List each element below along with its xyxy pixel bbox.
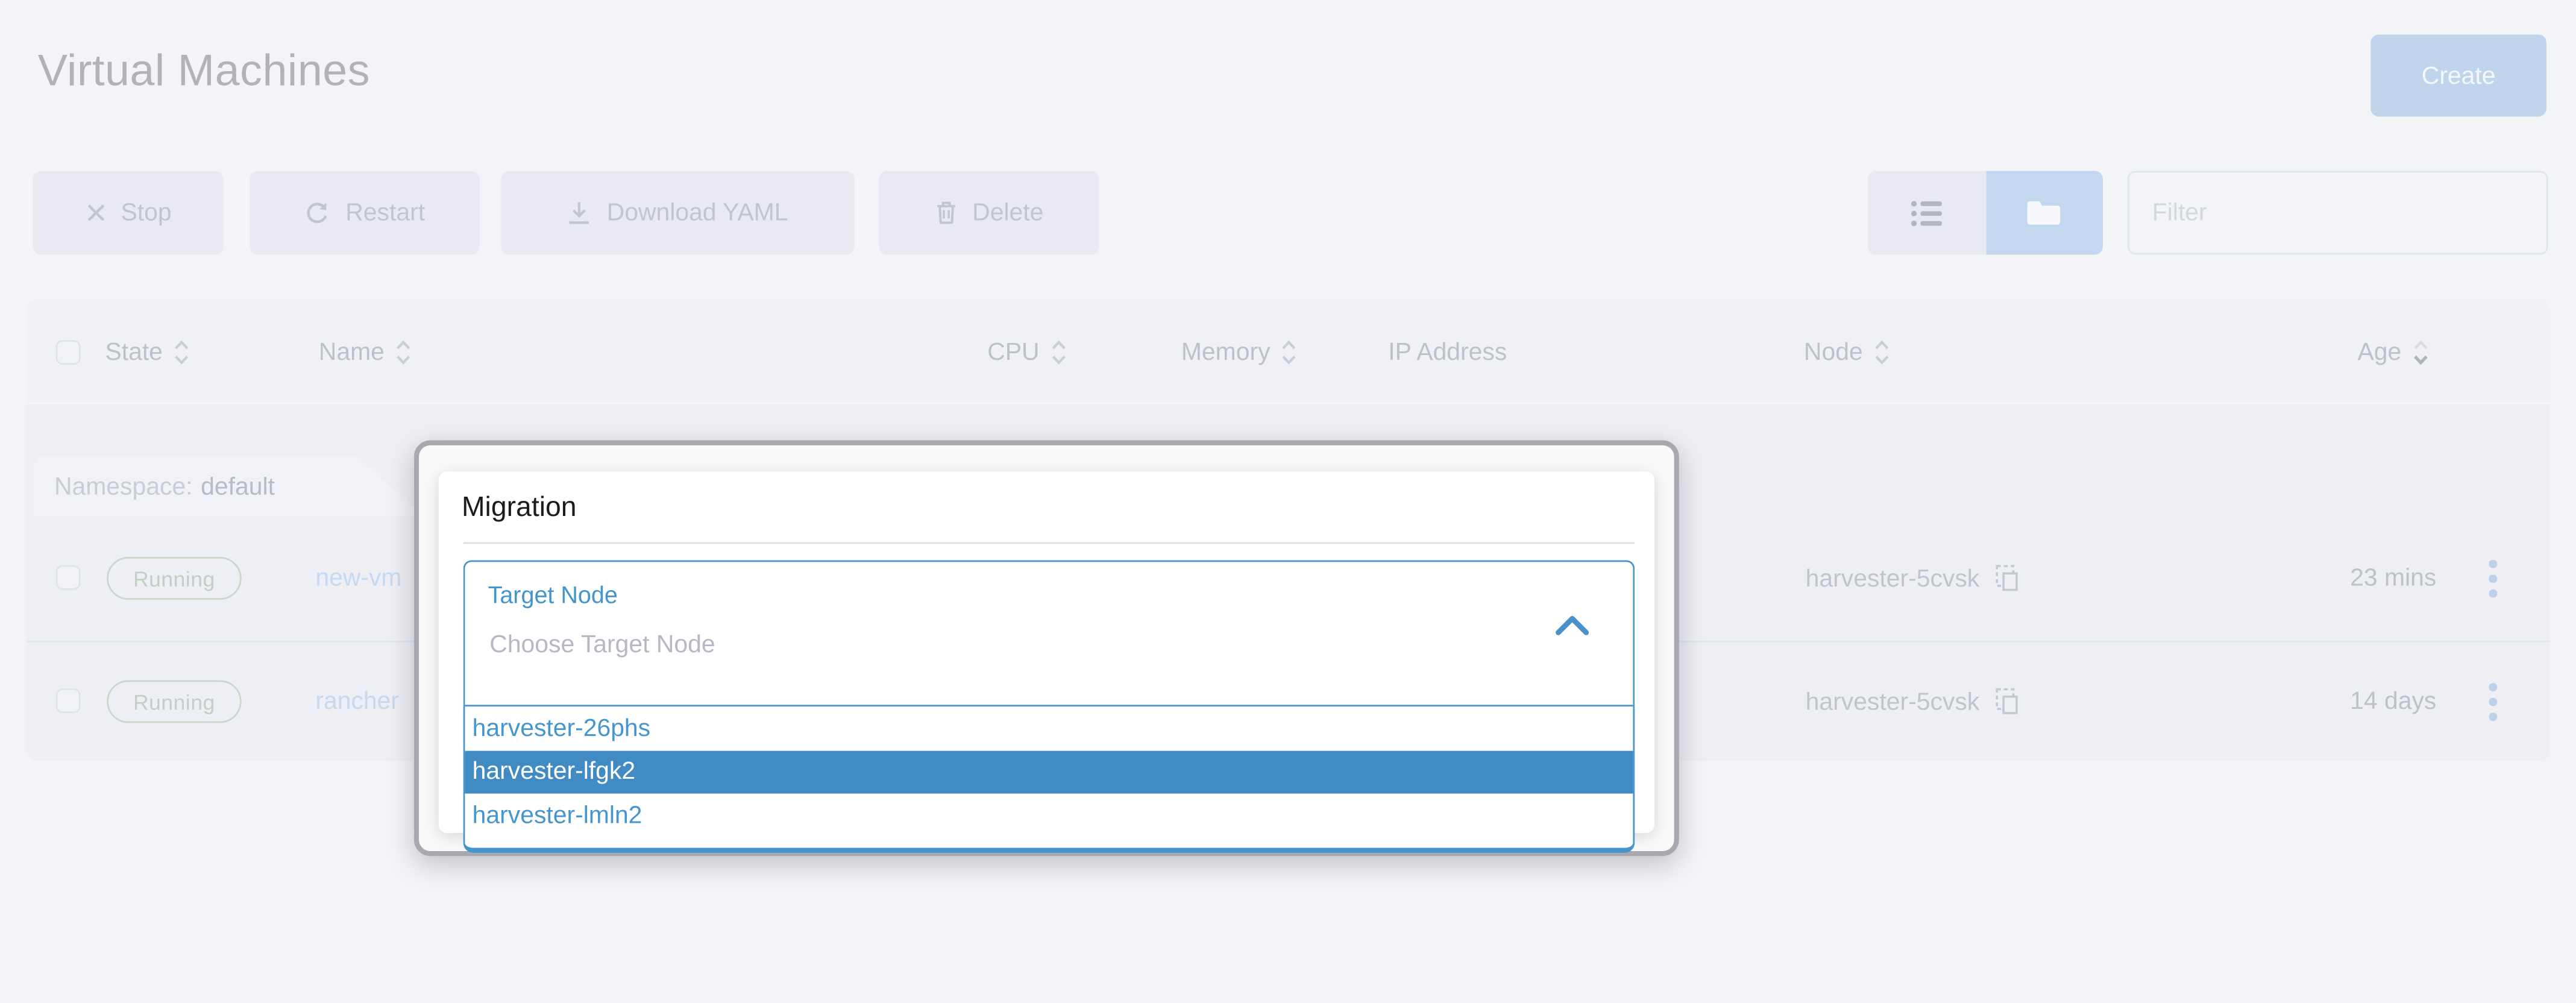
status-badge: Running	[107, 680, 242, 723]
copy-icon[interactable]	[1994, 687, 2021, 716]
node-name: harvester-5cvsk	[1805, 564, 1980, 593]
view-toggle	[1868, 171, 2103, 255]
delete-button-label: Delete	[972, 198, 1044, 227]
x-icon	[87, 204, 104, 221]
target-node-label: Target Node	[488, 583, 618, 610]
select-all-checkbox[interactable]	[55, 340, 81, 365]
delete-button[interactable]: Delete	[879, 171, 1099, 255]
node-cell: harvester-5cvsk	[1806, 687, 2021, 716]
vm-name-link[interactable]: rancher	[315, 687, 399, 716]
sort-carets-icon	[1874, 339, 1889, 364]
dropdown-option[interactable]: harvester-26phs	[472, 714, 651, 743]
download-icon	[570, 201, 590, 224]
group-value: default	[201, 472, 275, 501]
sort-carets-icon	[397, 339, 410, 364]
column-label: Node	[1803, 338, 1863, 366]
stop-button[interactable]: Stop	[33, 171, 224, 255]
sort-carets-icon	[1282, 339, 1296, 364]
row-checkbox[interactable]	[55, 688, 81, 713]
column-label: IP Address	[1388, 338, 1507, 366]
sort-carets-icon	[175, 339, 189, 364]
flat-list-view-button[interactable]	[1985, 171, 2103, 255]
download-yaml-button-label: Download YAML	[606, 198, 788, 227]
folder-icon	[2028, 201, 2061, 225]
column-label: Memory	[1181, 338, 1271, 366]
chevron-up-icon	[1556, 615, 1589, 635]
create-button-label: Create	[2421, 61, 2496, 90]
row-actions-kebab-icon[interactable]	[2483, 553, 2503, 603]
column-label: Name	[318, 338, 385, 366]
column-label: State	[105, 338, 163, 366]
group-label: Namespace:	[54, 472, 193, 501]
modal-divider	[463, 542, 1635, 544]
target-node-placeholder: Choose Target Node	[489, 630, 715, 659]
age-cell: 14 days	[2350, 687, 2437, 716]
column-label: CPU	[987, 338, 1040, 366]
page-title: Virtual Machines	[37, 46, 371, 96]
column-header-state[interactable]: State	[105, 299, 189, 404]
column-header-memory[interactable]: Memory	[1181, 299, 1296, 404]
create-button[interactable]: Create	[2370, 34, 2546, 117]
table-header-row: State Name CPU	[26, 299, 2550, 404]
sort-carets-icon-desc	[2413, 339, 2428, 364]
restart-button-label: Restart	[345, 198, 426, 227]
list-icon	[1911, 200, 1942, 225]
download-yaml-button[interactable]: Download YAML	[501, 171, 855, 255]
node-cell: harvester-5cvsk	[1806, 564, 2021, 593]
row-checkbox[interactable]	[55, 565, 81, 590]
vm-name-link[interactable]: new-vm	[315, 564, 402, 593]
column-header-age[interactable]: Age	[2358, 299, 2428, 404]
dropdown-option-highlighted[interactable]: harvester-lfgk2	[465, 750, 1633, 794]
column-header-node[interactable]: Node	[1804, 299, 1889, 404]
stop-button-label: Stop	[121, 198, 172, 227]
target-node-dropdown: harvester-26phs harvester-lfgk2 harveste…	[463, 705, 1635, 853]
dropdown-option[interactable]: harvester-lmln2	[472, 801, 642, 829]
target-node-select[interactable]: Target Node Choose Target Node	[463, 560, 1635, 705]
table-row: Running new-vm harvester-5cvsk 23 mins	[27, 516, 2550, 641]
namespace-group-tab: Namespace: default	[33, 456, 424, 516]
row-actions-kebab-icon[interactable]	[2483, 676, 2503, 726]
refresh-icon	[307, 202, 328, 222]
modal-title: Migration	[461, 491, 577, 523]
age-cell: 23 mins	[2350, 564, 2437, 593]
restart-button[interactable]: Restart	[250, 171, 480, 255]
column-label: Age	[2357, 338, 2402, 366]
status-badge: Running	[107, 557, 242, 600]
node-name: harvester-5cvsk	[1805, 687, 1980, 716]
column-header-ip-address[interactable]: IP Address	[1388, 299, 1507, 404]
column-header-name[interactable]: Name	[319, 299, 411, 404]
sort-carets-icon	[1051, 339, 1066, 364]
trash-icon	[937, 201, 955, 224]
column-header-cpu[interactable]: CPU	[987, 299, 1066, 404]
grouped-list-view-button[interactable]	[1868, 171, 1986, 255]
copy-icon[interactable]	[1994, 564, 2021, 593]
filter-input[interactable]	[2127, 171, 2548, 255]
